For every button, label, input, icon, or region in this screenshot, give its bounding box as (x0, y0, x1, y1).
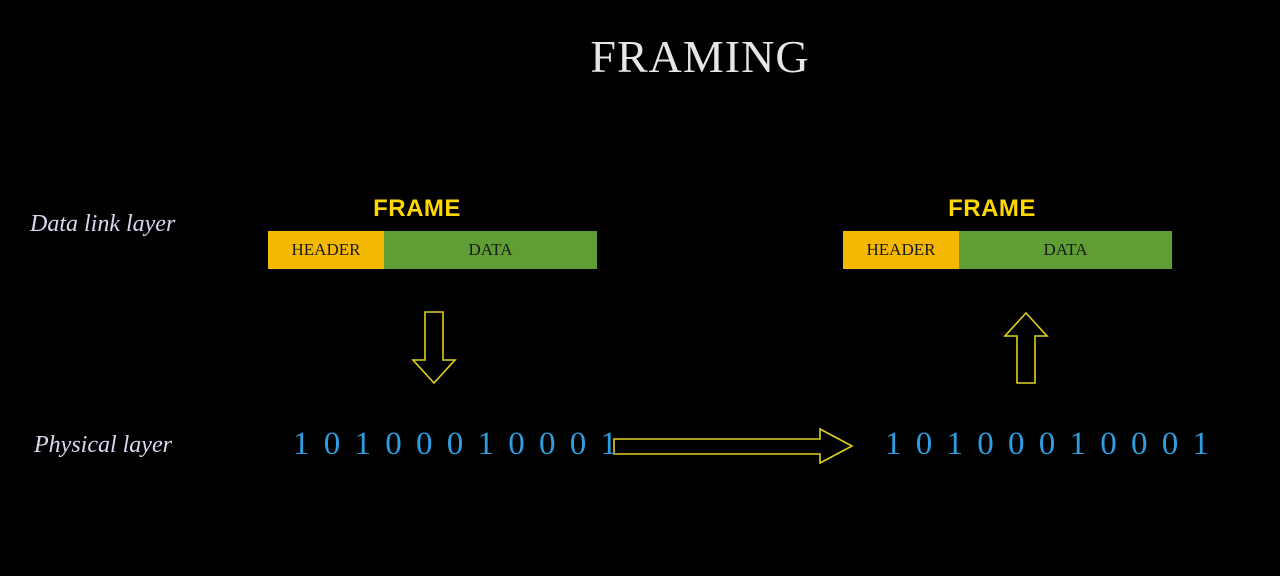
up-arrow-icon (1003, 311, 1049, 384)
sender-frame-header: HEADER (268, 231, 384, 269)
physical-layer-label: Physical layer (34, 432, 172, 458)
receiver-bitstream: 1 0 1 0 0 0 1 0 0 0 1 (885, 426, 1212, 462)
receiver-frame-header: HEADER (843, 231, 959, 269)
receiver-frame-data: DATA (959, 231, 1172, 269)
page-title: FRAMING (590, 31, 810, 82)
sender-frame-label: FRAME (373, 195, 461, 222)
down-arrow-icon (411, 311, 457, 385)
sender-frame: HEADER DATA (268, 231, 597, 269)
sender-bitstream: 1 0 1 0 0 0 1 0 0 0 1 (293, 426, 620, 462)
receiver-frame: HEADER DATA (843, 231, 1172, 269)
right-arrow-icon (613, 427, 854, 465)
receiver-frame-label: FRAME (948, 195, 1036, 222)
data-link-layer-label: Data link layer (30, 211, 176, 237)
sender-frame-data: DATA (384, 231, 597, 269)
